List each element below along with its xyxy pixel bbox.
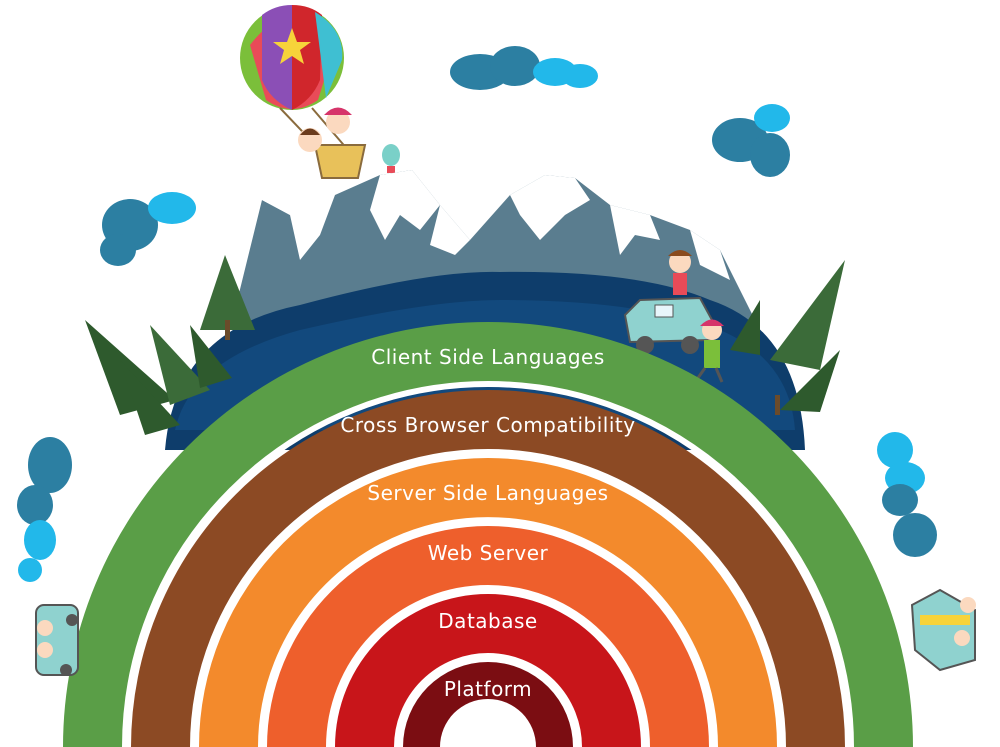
- rainbow-arch-3: [267, 526, 709, 747]
- cloud-top-right: [712, 104, 790, 177]
- rainbow-center: [440, 699, 536, 747]
- layer-labels: Client Side Languages Cross Browser Comp…: [340, 345, 635, 701]
- label-server-side-languages: Server Side Languages: [367, 481, 608, 505]
- small-plane-right-illustration: [910, 588, 976, 672]
- label-database: Database: [438, 609, 537, 633]
- rainbow-arch-1: [131, 390, 845, 747]
- hot-air-balloon-illustration: [240, 5, 400, 179]
- rainbow-arch-0: [63, 322, 913, 747]
- rainbow-gap-0: [122, 381, 854, 747]
- rainbow-gap-3: [326, 585, 650, 747]
- car-with-kids-illustration: [623, 250, 724, 383]
- cloud-left: [100, 192, 196, 266]
- rainbow-arch-2: [199, 458, 777, 747]
- rainbow-gap-4: [394, 653, 582, 747]
- cloud-far-right: [877, 432, 937, 557]
- rainbow-gap-1: [190, 449, 786, 747]
- label-cross-browser-compatibility: Cross Browser Compatibility: [340, 413, 635, 437]
- small-car-left-illustration: [35, 604, 79, 676]
- cloud-top-center: [450, 46, 598, 90]
- rainbow-gap-2: [258, 517, 718, 747]
- label-web-server: Web Server: [428, 541, 549, 565]
- label-client-side-languages: Client Side Languages: [371, 345, 605, 369]
- rainbow-arch-4: [335, 594, 641, 747]
- cloud-far-left: [17, 437, 72, 582]
- rainbow-layers: [63, 322, 913, 747]
- tree-group-right: [730, 260, 845, 415]
- tree-group-left: [85, 255, 255, 435]
- label-platform: Platform: [444, 677, 532, 701]
